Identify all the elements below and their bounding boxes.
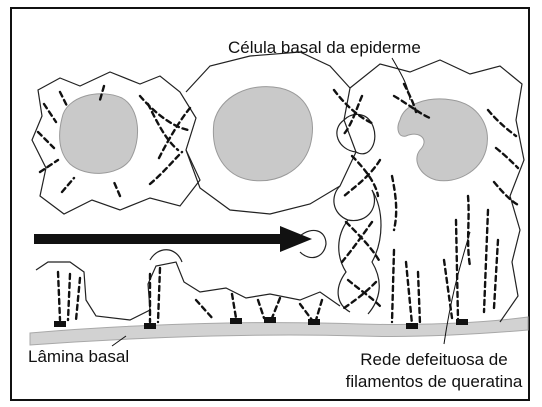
arrow-shaft [34, 234, 286, 244]
hemidesmosome [230, 318, 242, 324]
cell-outline-lower-left [36, 262, 340, 320]
pointer-basal-cell [392, 58, 410, 100]
label-defective-network-line1: Rede defeituosa de [336, 350, 532, 370]
label-basal-lamina: Lâmina basal [28, 347, 129, 367]
nuclei [60, 87, 488, 181]
hemidesmosome [456, 319, 468, 325]
nucleus-right [398, 99, 487, 181]
hemidesmosome [144, 323, 156, 329]
arrow [34, 226, 312, 252]
nucleus-left [60, 94, 138, 174]
hemidesmosome [264, 317, 276, 323]
basal-lamina [30, 317, 528, 345]
cell-outline-tongue [300, 230, 326, 257]
hemidesmosome [308, 319, 320, 325]
label-defective-network-line2: filamentos de queratina [336, 372, 532, 392]
nucleus-middle [213, 87, 312, 181]
hemidesmosome [406, 323, 418, 329]
hemidesmosome [54, 321, 66, 327]
label-basal-cell: Célula basal da epiderme [228, 38, 421, 58]
arrow-head [280, 226, 312, 252]
